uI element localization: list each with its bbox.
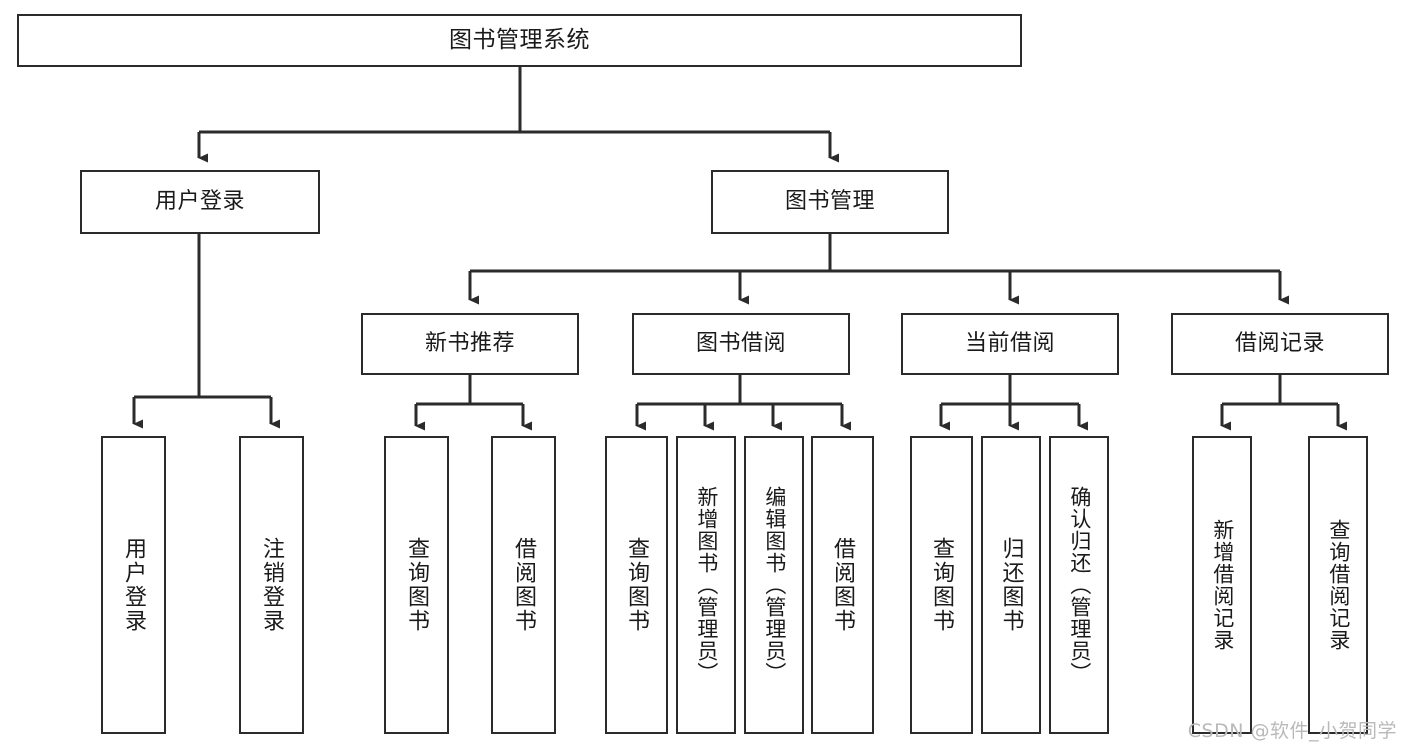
node-book-management-label: 图书管理 [784, 188, 875, 214]
node-user-login-label: 用户登录 [154, 188, 245, 214]
node-leaf-label: 查询图书 [624, 537, 650, 633]
node-leaf-current-borrow-return-book[interactable]: 归还图书 [981, 436, 1041, 734]
node-new-book-recommend-label: 新书推荐 [424, 330, 515, 356]
node-root-book-management-system[interactable]: 图书管理系统 [17, 14, 1022, 67]
node-leaf-book-borrow-query-book[interactable]: 查询图书 [605, 436, 668, 734]
node-current-borrow-label: 当前借阅 [964, 330, 1055, 356]
node-current-borrow[interactable]: 当前借阅 [901, 313, 1119, 375]
node-leaf-label: 编辑图书（管理员） [762, 486, 787, 684]
node-leaf-label: 归还图书 [998, 537, 1024, 633]
node-leaf-label: 查询图书 [929, 537, 955, 633]
node-leaf-label: 借阅图书 [511, 537, 537, 633]
node-leaf-current-borrow-confirm-return[interactable]: 确认归还（管理员） [1049, 436, 1109, 734]
node-borrow-record[interactable]: 借阅记录 [1171, 313, 1389, 375]
node-leaf-label: 用户登录 [121, 537, 147, 633]
node-book-borrow-label: 图书借阅 [695, 330, 786, 356]
node-leaf-new-book-query-book[interactable]: 查询图书 [384, 436, 449, 734]
node-new-book-recommend[interactable]: 新书推荐 [361, 313, 579, 375]
node-leaf-label: 新增借阅记录 [1210, 519, 1235, 651]
node-leaf-borrow-record-add-record[interactable]: 新增借阅记录 [1192, 436, 1252, 734]
node-leaf-book-borrow-add-book[interactable]: 新增图书（管理员） [676, 436, 736, 734]
node-leaf-user-login-login[interactable]: 用户登录 [101, 436, 166, 734]
node-leaf-user-login-logout[interactable]: 注销登录 [239, 436, 304, 734]
node-leaf-book-borrow-edit-book[interactable]: 编辑图书（管理员） [744, 436, 804, 734]
node-book-borrow[interactable]: 图书借阅 [632, 313, 850, 375]
node-borrow-record-label: 借阅记录 [1234, 330, 1325, 356]
node-leaf-label: 新增图书（管理员） [694, 486, 719, 684]
node-leaf-label: 确认归还（管理员） [1067, 486, 1092, 684]
node-leaf-label: 注销登录 [259, 537, 285, 633]
node-leaf-label: 借阅图书 [830, 537, 856, 633]
node-leaf-borrow-record-query-record[interactable]: 查询借阅记录 [1308, 436, 1368, 734]
node-leaf-label: 查询图书 [404, 537, 430, 633]
node-root-label: 图书管理系统 [449, 26, 590, 53]
node-user-login[interactable]: 用户登录 [80, 170, 320, 234]
node-leaf-book-borrow-borrow-book[interactable]: 借阅图书 [811, 436, 874, 734]
node-leaf-label: 查询借阅记录 [1326, 519, 1351, 651]
node-leaf-new-book-borrow-book[interactable]: 借阅图书 [491, 436, 556, 734]
node-leaf-current-borrow-query-book[interactable]: 查询图书 [910, 436, 973, 734]
node-book-management[interactable]: 图书管理 [711, 170, 949, 234]
